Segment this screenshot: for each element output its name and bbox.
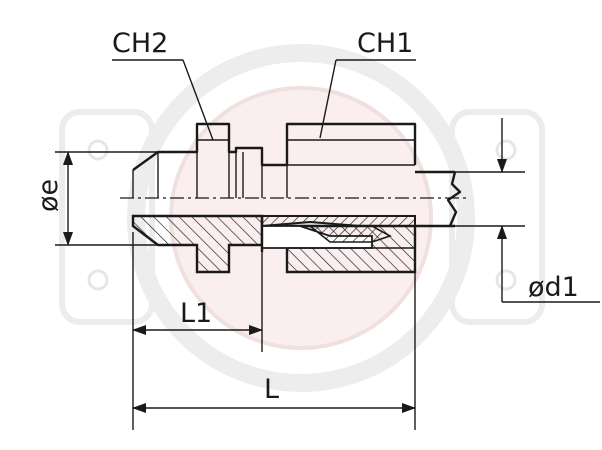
phi-d1-label: ød1 — [528, 272, 579, 303]
phi-d1-dimension: ød1 — [420, 118, 600, 303]
body-section-lower — [131, 214, 417, 274]
body-outline-upper — [132, 122, 417, 198]
phi-e-dimension: øe — [33, 151, 158, 246]
l1-dimension: L1 — [132, 232, 263, 430]
phi-e-label: øe — [33, 179, 64, 212]
l-label: L — [264, 374, 279, 405]
ch2-label: CH2 — [112, 28, 168, 59]
ch2-callout: CH2 — [112, 28, 214, 141]
ch1-callout: CH1 — [319, 28, 416, 139]
l1-label: L1 — [180, 298, 212, 329]
l-dimension: L — [132, 272, 416, 430]
ch1-label: CH1 — [357, 28, 413, 59]
